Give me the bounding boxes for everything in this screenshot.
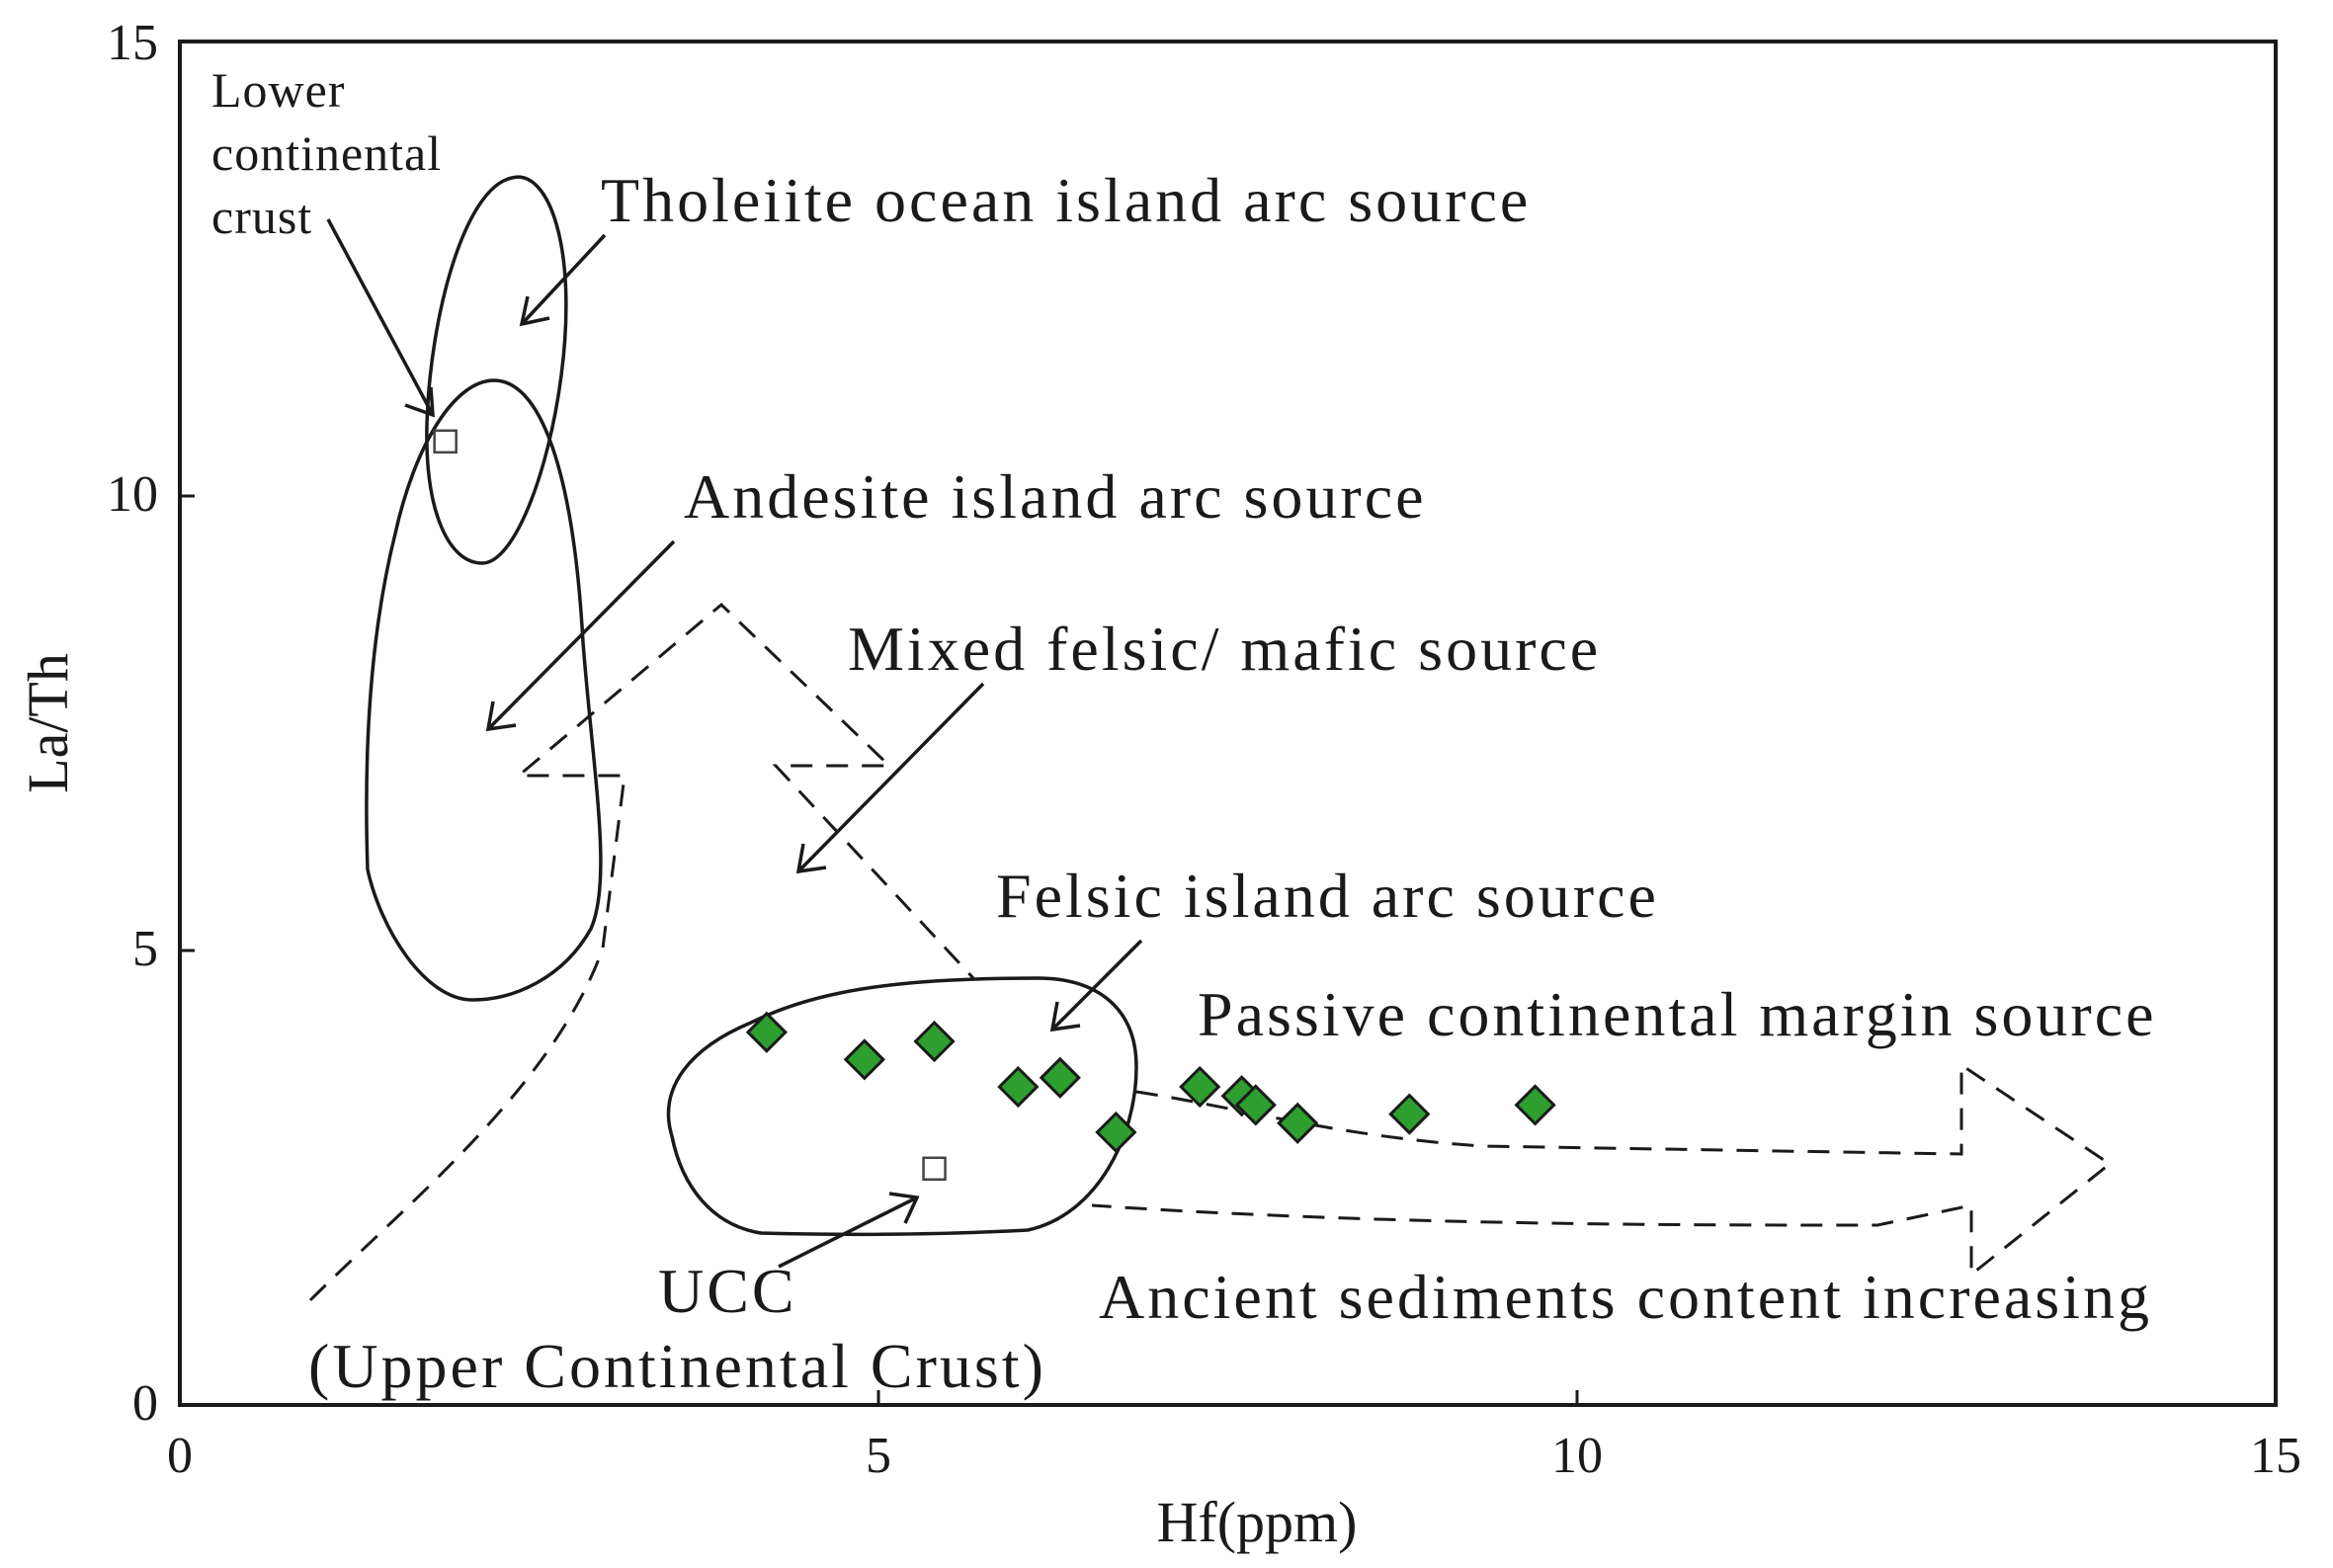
data-points <box>745 1011 1556 1154</box>
data-point <box>1179 1065 1221 1109</box>
arrow-head <box>485 701 517 732</box>
source-fields <box>365 175 1138 1236</box>
arrow-head <box>1049 1001 1081 1032</box>
mixed-arrow <box>796 682 985 873</box>
data-point <box>1039 1056 1081 1099</box>
data-point <box>745 1011 789 1053</box>
y-axis: 0 5 10 15 La/Th <box>16 15 195 1432</box>
tholeiite-field <box>425 175 568 565</box>
ucc-full-label: (Upper Continental Crust) <box>308 1331 1046 1401</box>
annotation-arrows <box>326 218 1143 1269</box>
trend-lines <box>308 602 2113 1302</box>
x-tick-label: 15 <box>2250 1428 2301 1484</box>
data-point <box>1234 1084 1277 1126</box>
reference-points <box>433 429 947 1182</box>
x-axis-title: Hf(ppm) <box>1157 1490 1358 1554</box>
y-tick-label: 10 <box>107 466 158 523</box>
y-tick-label: 0 <box>132 1375 158 1432</box>
andesite-label: Andesite island arc source <box>684 461 1427 532</box>
x-axis: 0 5 10 15 Hf(ppm) <box>167 1390 2301 1554</box>
y-axis-title: La/Th <box>16 653 80 793</box>
y-tick-label: 5 <box>132 921 158 977</box>
plot-frame <box>178 40 2278 1407</box>
tholeiite-label: Tholeiite ocean island arc source <box>601 165 1531 235</box>
x-tick-label: 5 <box>866 1428 891 1484</box>
andesite-arrow <box>486 539 676 731</box>
arrow-head <box>404 386 435 418</box>
data-point <box>1388 1093 1431 1135</box>
lower-crust-label-line3: crust <box>211 189 312 244</box>
y-tick-label: 15 <box>107 15 158 71</box>
felsic-label: Felsic island arc source <box>996 861 1659 931</box>
lower-crust-label-line1: Lower <box>211 62 346 118</box>
passive-margin-trend <box>1091 1062 2113 1279</box>
data-point <box>997 1065 1040 1109</box>
mixed-source-trend <box>308 602 975 1302</box>
x-tick-label: 10 <box>1551 1428 1603 1484</box>
felsic-arrow <box>1050 939 1143 1032</box>
data-point <box>1095 1111 1137 1154</box>
arrow-head <box>795 843 827 874</box>
data-point <box>913 1020 956 1063</box>
ucc-label: UCC <box>658 1256 797 1326</box>
felsic-field <box>666 976 1138 1236</box>
lower-crust-arrow <box>326 218 435 416</box>
arrow-head <box>519 295 550 327</box>
mixed-label: Mixed felsic/ mafic source <box>848 614 1601 684</box>
annotation-labels: Lower continental crust Tholeiite ocean … <box>211 62 2157 1401</box>
reference-point <box>922 1156 947 1182</box>
lower-crust-label-line2: continental <box>211 125 442 181</box>
tholeiite-arrow <box>520 233 607 326</box>
x-tick-label: 0 <box>167 1428 193 1484</box>
reference-point <box>433 429 458 454</box>
data-point <box>1277 1102 1319 1144</box>
data-point <box>843 1038 885 1081</box>
passive-label: Passive continental margin source <box>1198 979 2157 1049</box>
ancient-label: Ancient sediments content increasing <box>1099 1262 2152 1332</box>
ucc-arrow <box>778 1196 918 1269</box>
data-point <box>1514 1084 1556 1126</box>
arrow-head <box>888 1192 920 1224</box>
andesite-field <box>365 378 603 1002</box>
